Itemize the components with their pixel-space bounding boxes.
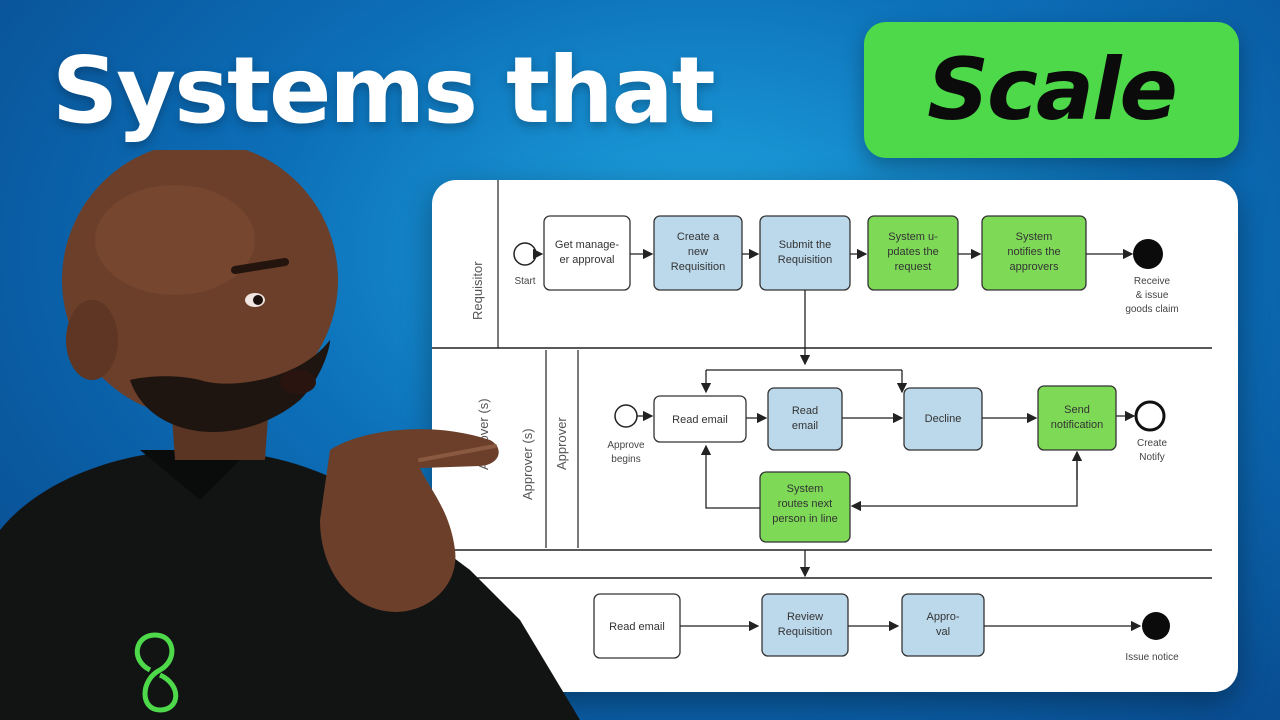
task-label: person in line xyxy=(772,513,837,525)
presenter-shirt xyxy=(0,450,580,720)
event-label: Approve xyxy=(607,440,645,451)
task-label: notification xyxy=(1051,419,1104,431)
task-label: val xyxy=(936,626,950,638)
lane-label-approver-2: Approver (s) xyxy=(520,428,535,500)
task-label: Get manage- xyxy=(555,239,620,251)
presenter-beard xyxy=(130,340,330,433)
task-review-requisition xyxy=(761,593,849,657)
process-diagram-card: Requisitor Approver (s) Approver (s) App… xyxy=(432,180,1238,692)
shirt-logo-icon xyxy=(134,632,179,713)
task-label: Review xyxy=(787,611,823,623)
task-label: Requisition xyxy=(778,626,832,638)
presenter-figure xyxy=(0,150,580,720)
task-label: Requisition xyxy=(671,261,725,273)
task-label: routes next xyxy=(778,498,832,510)
task-label: System xyxy=(787,483,824,495)
task-label: Read xyxy=(792,405,818,417)
headline-title: Systems that xyxy=(52,37,716,144)
pointing-hand xyxy=(320,429,499,612)
task-label: new xyxy=(688,246,708,258)
task-label: Create a xyxy=(677,231,720,243)
event-label: Notify xyxy=(1139,452,1165,463)
end-label: & issue xyxy=(1136,290,1169,301)
end-event-approver xyxy=(1134,400,1166,432)
end-label: goods claim xyxy=(1125,304,1178,315)
task-read-email-2 xyxy=(767,387,843,451)
end-event-top xyxy=(1133,239,1163,269)
task-read-email xyxy=(653,395,747,443)
task-label: Requisition xyxy=(778,254,832,266)
task-label: notifies the xyxy=(1007,246,1060,258)
task-label: System u- xyxy=(888,231,938,243)
task-submit-requisition xyxy=(759,215,851,291)
task-label: email xyxy=(792,420,818,432)
task-system-updates xyxy=(867,215,959,291)
task-system-routes xyxy=(759,471,851,543)
process-diagram: Requisitor Approver (s) Approver (s) App… xyxy=(432,180,1212,663)
task-decline xyxy=(903,387,983,451)
end-label: Receive xyxy=(1134,276,1171,287)
lane-label-requisitor: Requisitor xyxy=(470,261,485,320)
headline-highlight-badge: Scale xyxy=(864,22,1239,158)
task-send-notification xyxy=(1037,385,1117,451)
task-label: er approval xyxy=(559,254,614,266)
task-system-notifies-approvers xyxy=(981,215,1087,291)
start-label: Start xyxy=(514,276,535,287)
task-create-requisition xyxy=(653,215,743,291)
task-label: Send xyxy=(1064,404,1090,416)
task-get-approval xyxy=(543,215,631,291)
task-label: System xyxy=(1016,231,1053,243)
end-event-bottom xyxy=(1142,612,1170,640)
task-label: request xyxy=(895,261,932,273)
task-label: Submit the xyxy=(779,239,832,251)
task-approval xyxy=(901,593,985,657)
task-label: Appro- xyxy=(926,611,959,623)
task-label: Read email xyxy=(609,621,665,633)
sublane-label: Approver xyxy=(554,417,569,470)
event-label: begins xyxy=(611,454,640,465)
task-label: Read email xyxy=(672,414,728,426)
event-label: Issue notice xyxy=(1125,652,1179,663)
task-label: approvers xyxy=(1010,261,1059,273)
task-label: pdates the xyxy=(887,246,938,258)
event-label: Create xyxy=(1137,438,1167,449)
headline-highlight-text: Scale xyxy=(927,40,1178,140)
task-label: Decline xyxy=(925,413,962,425)
